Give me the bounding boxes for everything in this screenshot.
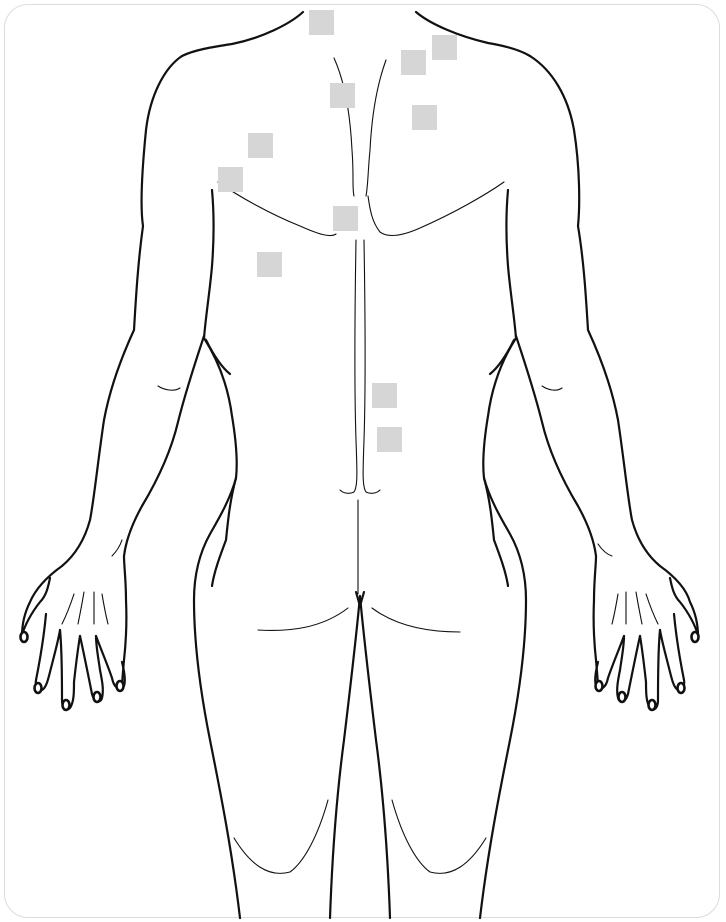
right-tendon-2 [636,592,642,624]
left-nail-3 [94,692,101,702]
right-tendon-1 [646,594,658,624]
left-trapezius-line [182,12,303,56]
left-nail-2 [63,700,70,710]
right-nail-1 [678,683,685,693]
marker-left-scapula[interactable] [248,133,273,158]
left-knee-crease [234,800,328,873]
left-neck-line [334,58,354,196]
left-torso-side [194,478,240,918]
right-torso-side [480,478,526,918]
right-buttock-line [372,608,460,632]
right-arm-outer [530,56,698,636]
marker-right-upper-trapezius-1[interactable] [401,50,426,75]
spine-line-right [363,240,380,493]
marker-right-scapula[interactable] [412,105,437,130]
right-tendon-4 [612,594,618,624]
right-armpit [490,340,514,374]
body-point-markers [218,10,457,452]
left-armpit [206,340,230,374]
right-wrist-line [598,544,612,556]
right-nail-3 [619,692,626,702]
marker-left-shoulder-blade-lower[interactable] [218,167,243,192]
left-finger-2 [60,630,80,710]
right-arm-inner [483,190,516,586]
right-knee-crease [392,800,486,873]
left-wrist-line [112,540,122,556]
left-elbow-crease [158,386,180,390]
inner-legs [330,596,390,918]
left-finger-1 [36,614,60,690]
left-thumb [22,578,50,636]
left-buttock-line [258,608,348,630]
marker-lumbar-2[interactable] [377,427,402,452]
right-forearm-inner [516,336,598,688]
marker-lumbar-1[interactable] [372,383,397,408]
right-neck-line [366,60,386,196]
left-tendon-2 [78,592,84,624]
marker-upper-spine[interactable] [330,83,355,108]
left-nail-1 [35,683,42,693]
left-thumb-nail [21,632,28,642]
marker-neck[interactable] [309,10,334,35]
right-elbow-crease [542,386,562,390]
body-outline [21,12,699,918]
right-finger-2 [640,630,660,710]
left-tendon-1 [62,594,74,624]
left-tendon-4 [102,594,108,624]
spine-line-left [340,240,357,493]
marker-left-mid-back[interactable] [257,252,282,277]
marker-right-upper-trapezius-2[interactable] [432,35,457,60]
marker-mid-spine[interactable] [333,206,358,231]
left-arm-inner [204,190,237,586]
left-nail-4 [117,681,124,691]
right-finger-1 [660,614,684,690]
right-nail-4 [596,681,603,691]
right-nail-2 [649,700,656,710]
left-arm-outer [22,56,182,636]
right-scapula-line [368,182,504,235]
right-thumb-nail [692,632,699,642]
muscle-details [62,58,658,873]
right-thumb [670,578,698,636]
